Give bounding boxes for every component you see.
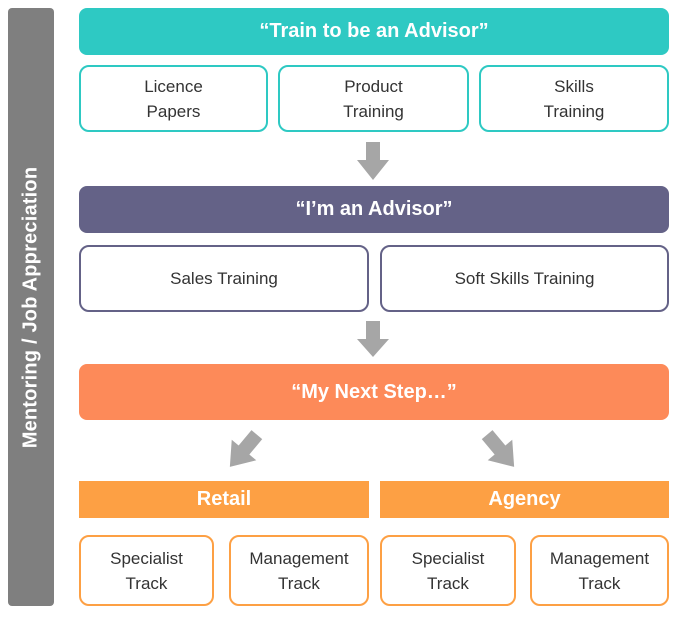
agency-management-track-box: Management Track: [530, 535, 669, 606]
agency-specialist-track-box: Specialist Track: [380, 535, 516, 606]
mentoring-side-bar: Mentoring / Job Appreciation: [8, 8, 54, 606]
licence-papers-box: Licence Papers: [79, 65, 268, 132]
sales-training-box: Sales Training: [79, 245, 369, 312]
stage-train-banner: “Train to be an Advisor”: [79, 8, 669, 55]
stage-next-step-banner: “My Next Step…”: [79, 364, 669, 420]
soft-skills-training-box: Soft Skills Training: [380, 245, 669, 312]
skills-training-box: Skills Training: [479, 65, 669, 132]
down-arrow-1: [357, 142, 389, 180]
retail-management-track-box: Management Track: [229, 535, 369, 606]
agency-header: Agency: [380, 481, 669, 518]
arrow-to-agency: [481, 430, 515, 467]
stage-advisor-banner: “I’m an Advisor”: [79, 186, 669, 233]
down-arrow-2: [357, 321, 389, 357]
retail-header: Retail: [79, 481, 369, 518]
retail-specialist-track-box: Specialist Track: [79, 535, 214, 606]
arrow-to-retail: [229, 430, 263, 467]
product-training-box: Product Training: [278, 65, 469, 132]
